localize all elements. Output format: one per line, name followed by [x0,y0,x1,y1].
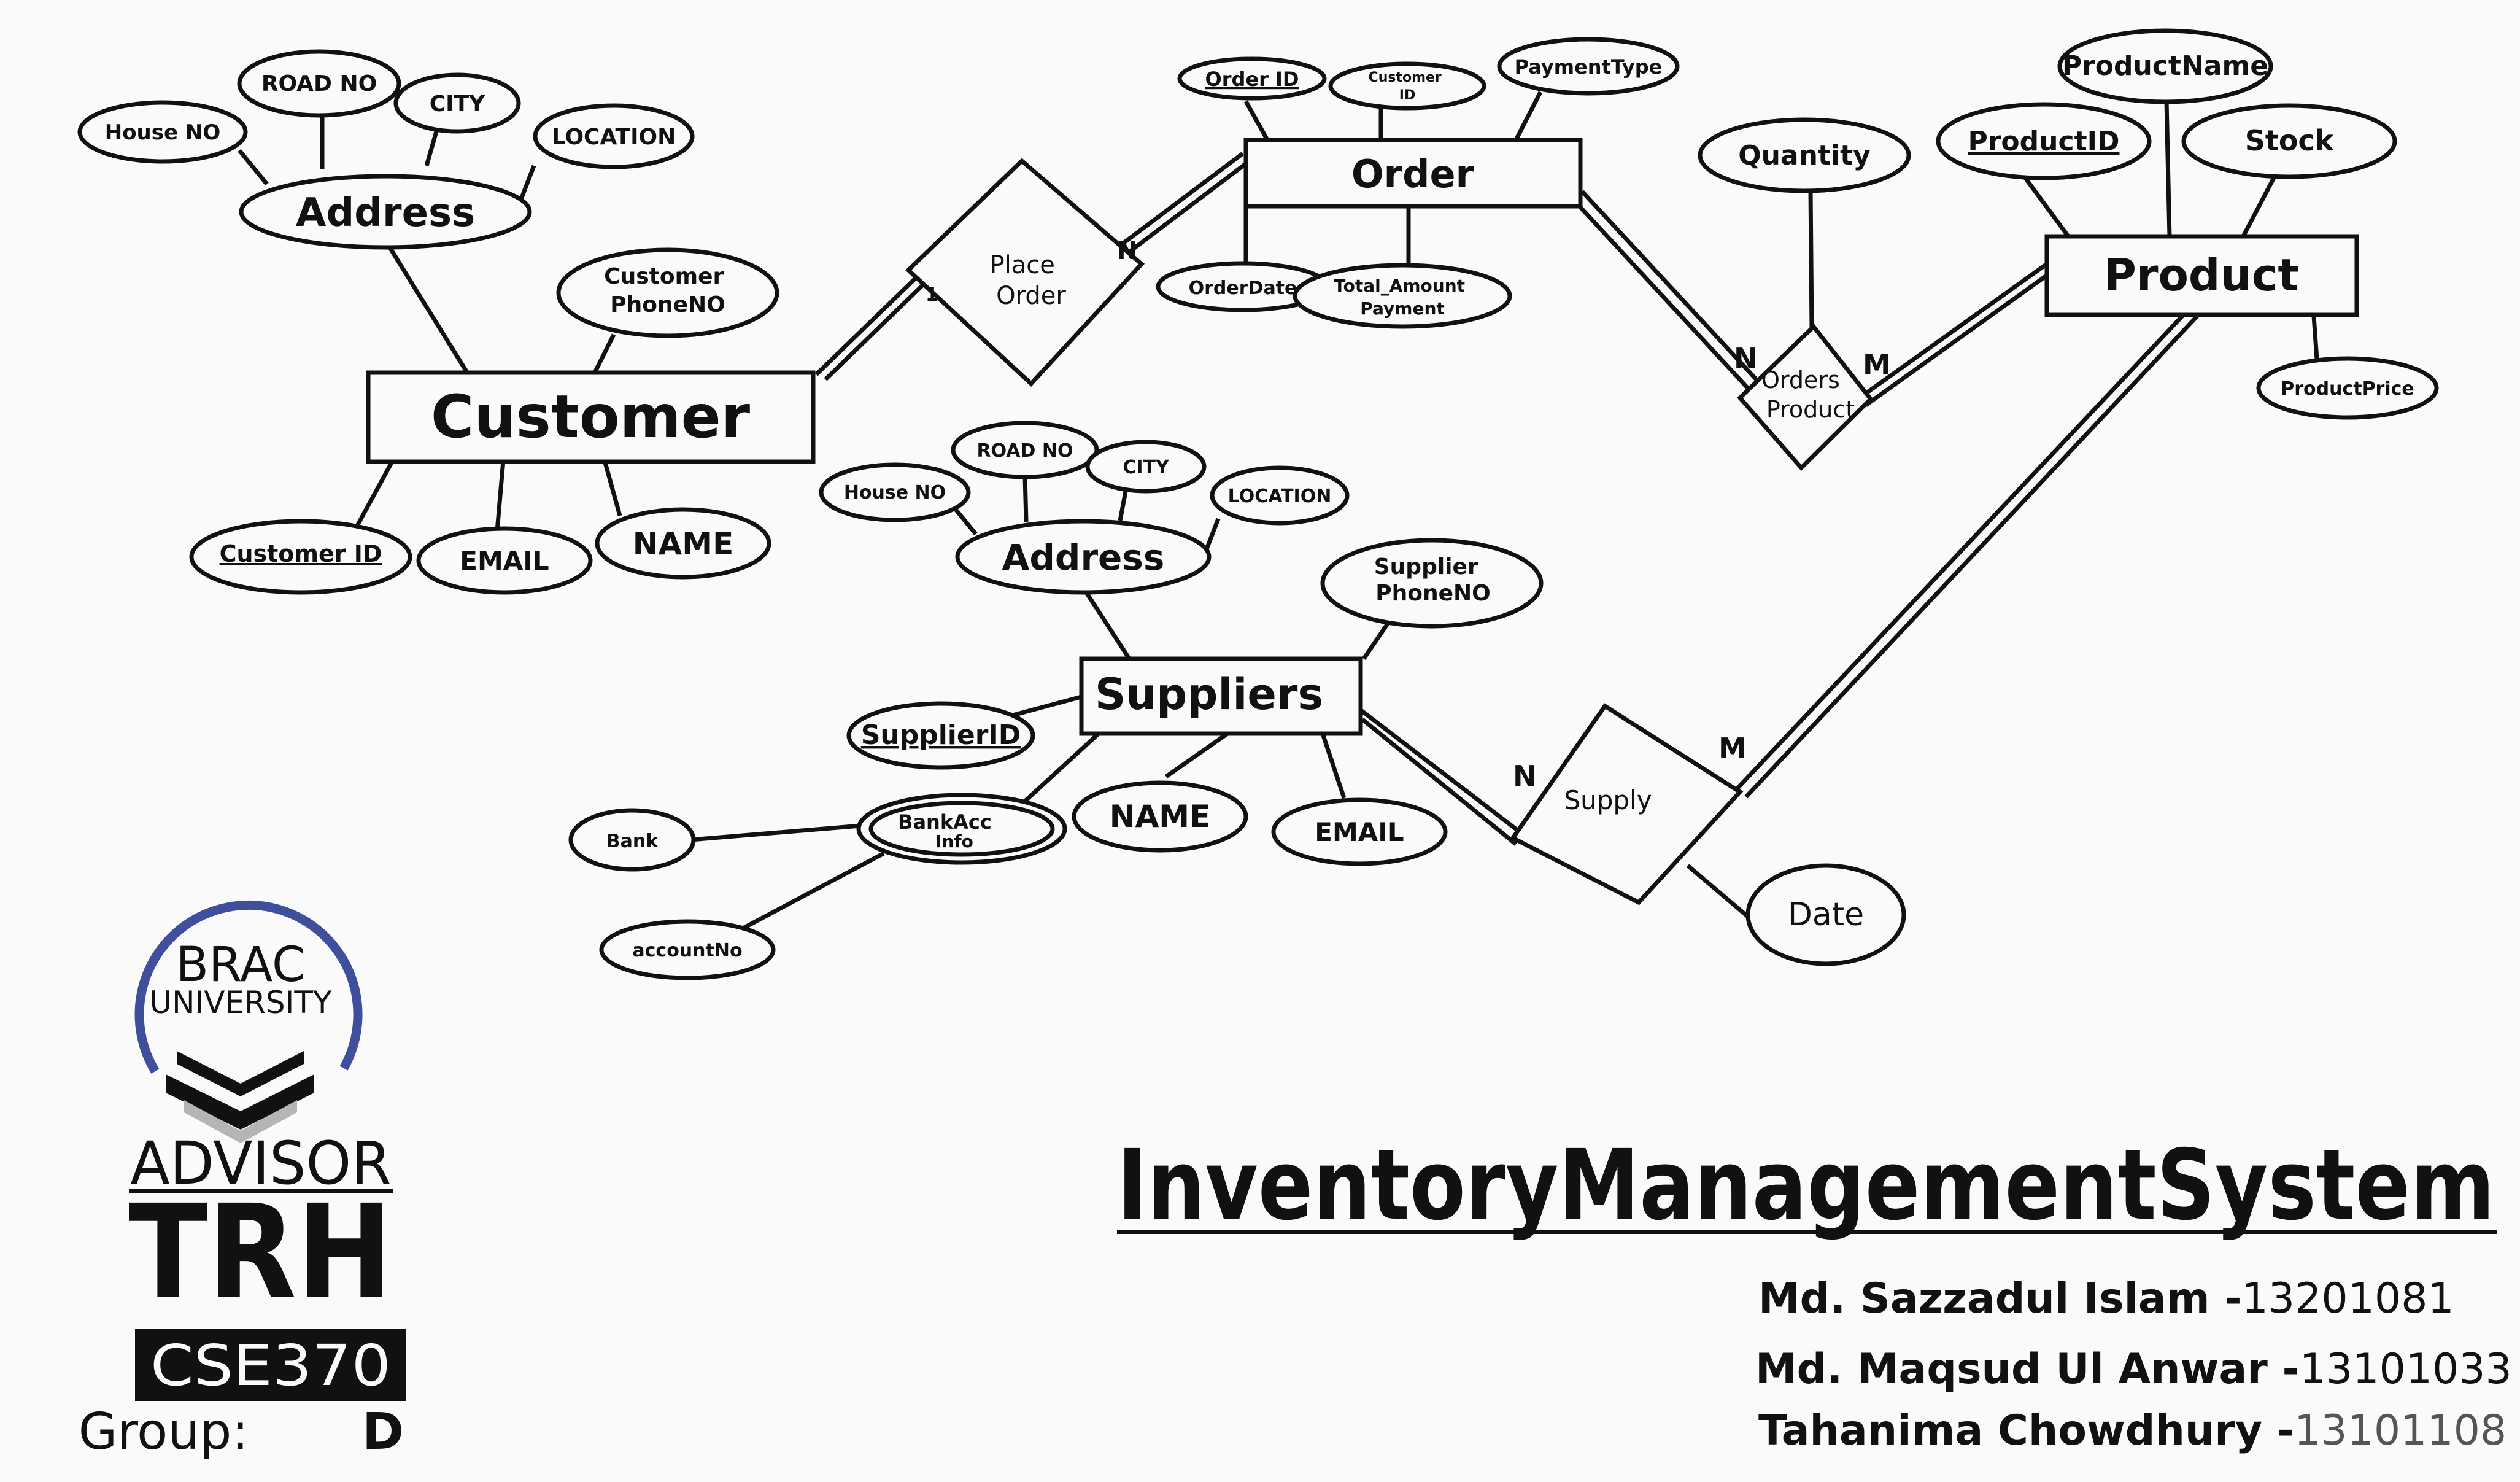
attr-customer-id-key: Customer ID [189,519,412,595]
attr-order-total-payment: Total_Amount Payment [1293,263,1512,329]
attr-account-no: accountNo [599,919,776,980]
svg-text:SupplierID: SupplierID [861,720,1021,751]
attr-customer-address: Address [239,174,532,250]
svg-text:Customer ID: Customer ID [1369,70,1447,103]
svg-text:EMAIL: EMAIL [1315,817,1404,847]
svg-text:House NO: House NO [844,482,946,503]
svg-text:N: N [1513,759,1537,793]
svg-text:CITY: CITY [430,91,485,117]
svg-text:NAME: NAME [1110,799,1210,834]
attr-quantity: Quantity [1698,117,1911,193]
svg-text:Bank: Bank [606,831,659,852]
svg-text:Stock: Stock [2245,124,2335,157]
advisor-block: ADVISOR TRH CSE370 Group: D [79,1129,406,1461]
attr-supply-date: Date [1745,863,1906,966]
entity-order: Order [1243,138,1583,209]
svg-text:Total_Amount Payment: Total_Amount Payment [1334,276,1471,319]
attr-bank: Bank [568,808,696,872]
svg-text:Customer: Customer [431,382,751,451]
svg-text:BankAcc Info: BankAcc Info [898,810,999,852]
entity-suppliers: Suppliers [1079,656,1363,736]
entity-customer: Customer [366,370,816,464]
svg-text:Address: Address [1002,537,1165,578]
group-label: Group: [79,1403,249,1461]
attr-order-payment-type: PaymentType [1497,37,1680,96]
svg-text:ProductName: ProductName [2062,50,2268,82]
attr-customer-road-no: ROAD NO [237,49,401,118]
svg-text:EMAIL: EMAIL [460,546,549,576]
attr-customer-location: LOCATION [533,103,695,169]
attr-product-id-key: ProductID [1936,102,2152,180]
logo-university-text: UNIVERSITY [150,985,332,1020]
attr-product-price: ProductPrice [2256,356,2439,420]
relationship-place-order: Place Order [905,158,1145,387]
svg-text:accountNo: accountNo [632,940,742,961]
attr-order-customer-id: Customer ID [1328,61,1486,111]
svg-text:ProductPrice: ProductPrice [2281,378,2414,400]
attr-order-id-key: Order ID [1177,56,1327,101]
attr-supplier-city: CITY [1085,440,1207,494]
svg-text:House NO: House NO [105,120,221,145]
course-code: CSE370 [150,1333,391,1399]
advisor-initials: TRH [129,1177,393,1327]
attr-customer-city: CITY [393,72,521,134]
project-info: InventoryManagementSystem Md. Sazzadul I… [1117,1129,2512,1455]
attr-supplier-email: EMAIL [1271,797,1448,866]
svg-text:Quantity: Quantity [1738,140,1871,171]
attr-supplier-road-no: ROAD NO [951,421,1099,479]
svg-text:N: N [1117,237,1137,265]
brac-university-logo: BRAC UNIVERSITY [134,900,363,1143]
attr-supplier-name: NAME [1072,780,1248,853]
svg-text:N: N [1734,342,1758,375]
group-value: D [362,1403,404,1461]
svg-text:Supply: Supply [1564,785,1652,815]
svg-text:Order: Order [1351,152,1475,196]
attr-supplier-house-no: House NO [819,462,971,522]
svg-text:ProductID: ProductID [1968,126,2119,157]
svg-text:LOCATION: LOCATION [1228,486,1332,507]
attr-supplier-location: LOCATION [1210,465,1350,526]
svg-text:ROAD NO: ROAD NO [977,440,1073,462]
attr-product-stock: Stock [2181,103,2397,179]
svg-text:Supplier PhoneNO: Supplier PhoneNO [1374,554,1491,606]
svg-text:Order ID: Order ID [1205,68,1299,91]
advisor-label: ADVISOR [131,1129,392,1198]
svg-text:ROAD NO: ROAD NO [261,71,377,96]
attr-supplier-phone: Supplier PhoneNO [1320,538,1544,629]
member-1: Md. Sazzadul Islam -13201081 [1758,1274,2454,1323]
logo-brac-text: BRAC [176,937,306,993]
svg-text:Suppliers: Suppliers [1095,669,1323,720]
svg-text:Customer PhoneNO: Customer PhoneNO [604,264,732,317]
svg-text:M: M [1863,348,1891,381]
attr-supplier-address: Address [955,519,1212,595]
svg-text:CITY: CITY [1123,457,1170,478]
cardinality-labels: 1 N N M N M [926,237,1891,793]
attr-customer-house-no: House NO [77,100,248,164]
attr-customer-email: EMAIL [416,526,593,595]
svg-text:Date: Date [1788,896,1864,933]
svg-text:LOCATION: LOCATION [552,125,676,150]
svg-text:Place Order: Place Order [989,251,1066,310]
attr-bank-acc-info-multivalued: BankAcc Info [856,793,1067,865]
svg-text:Customer ID: Customer ID [220,540,382,567]
svg-text:OrderDate: OrderDate [1189,277,1297,299]
member-3: Tahanima Chowdhury -13101108 [1758,1406,2506,1455]
svg-text:1: 1 [926,284,938,306]
relationship-supply: Supply [1509,703,1744,906]
relationship-orders-product: Orders Product [1737,323,1874,471]
member-2: Md. Maqsud Ul Anwar -13101033 [1755,1345,2512,1394]
svg-text:PaymentType: PaymentType [1515,55,1663,79]
svg-text:Orders Product: Orders Product [1761,367,1855,423]
attr-product-name: ProductName [2057,28,2273,104]
svg-text:Address: Address [296,190,475,236]
attr-supplier-id-key: SupplierID [846,701,1035,770]
entity-product: Product [2044,234,2359,317]
svg-text:M: M [1718,732,1747,765]
project-title: InventoryManagementSystem [1117,1129,2495,1242]
attr-customer-phone: Customer PhoneNO [556,247,779,338]
svg-text:NAME: NAME [633,526,733,562]
svg-text:Product: Product [2104,249,2299,301]
attr-customer-name: NAME [595,507,771,580]
